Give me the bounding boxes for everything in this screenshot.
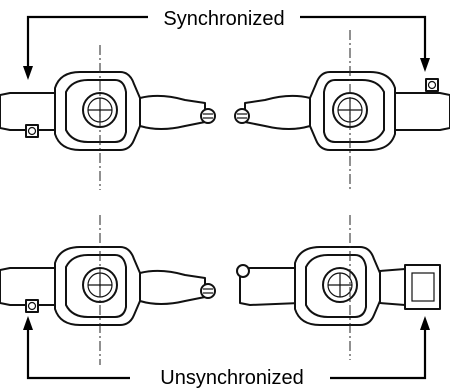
top-right-ujoint	[234, 71, 450, 151]
bottom-left-ujoint	[0, 246, 216, 326]
grease-fitting-icon	[25, 124, 39, 138]
top-left-ujoint	[0, 71, 216, 151]
unsynchronized-arrow	[23, 316, 430, 380]
grease-fitting-icon	[425, 78, 439, 92]
synchronized-label: Synchronized	[163, 8, 284, 30]
synchronized-arrow	[23, 15, 430, 80]
bottom-right-ujoint	[236, 246, 441, 326]
unsynchronized-label: Unsynchronized	[160, 367, 303, 389]
grease-fitting-icon	[25, 299, 39, 313]
